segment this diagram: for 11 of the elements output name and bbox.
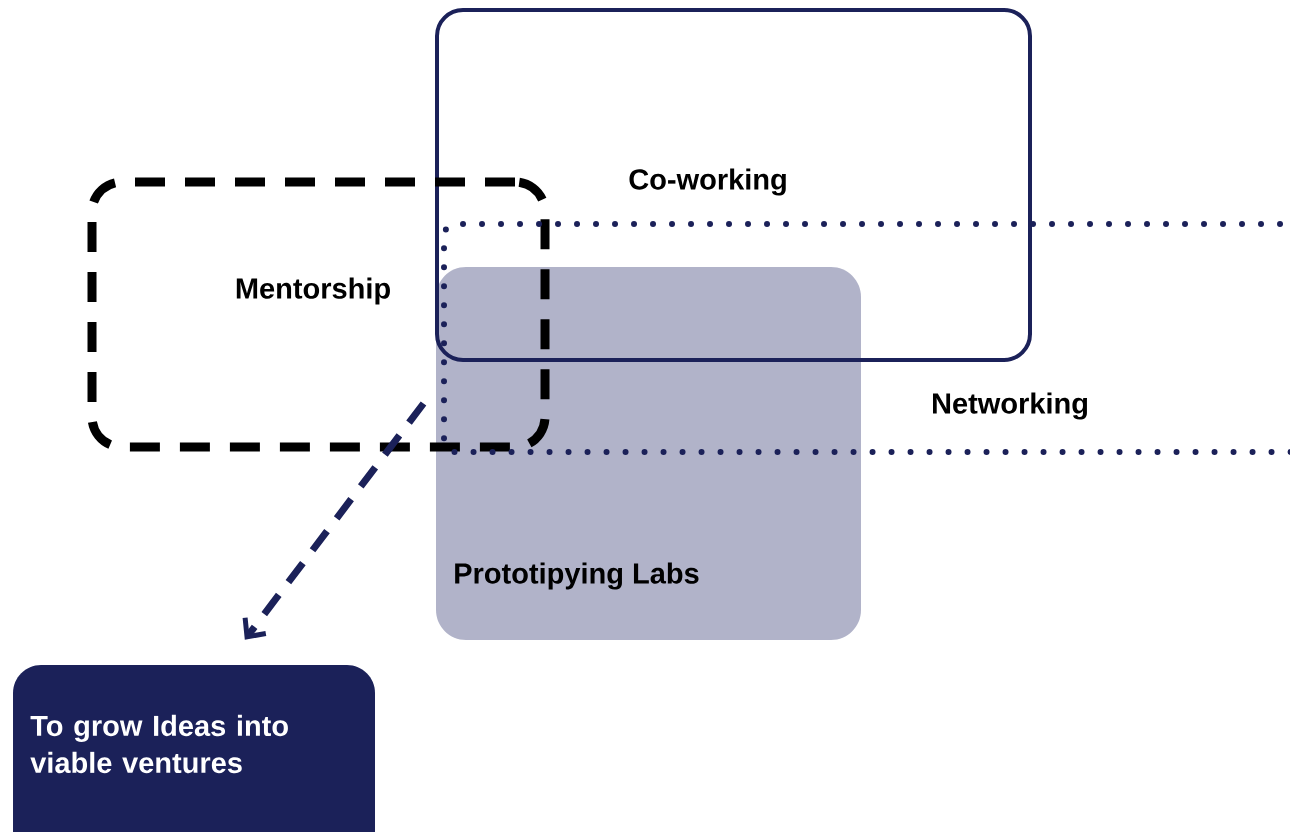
box-label: Prototipying Labs — [455, 562, 699, 590]
box-label: To grow Ideas into viable ventures — [30, 714, 288, 774]
arrow — [242, 401, 427, 640]
solid-box — [435, 8, 1032, 362]
dotted-box — [441, 221, 1290, 455]
filled-box — [436, 267, 861, 640]
dashed-box — [87, 177, 550, 452]
box-label: Mentorship — [236, 277, 390, 305]
outcome-box — [13, 665, 375, 832]
box-label: Co-working — [629, 168, 786, 196]
box-label: Networking — [933, 392, 1087, 420]
